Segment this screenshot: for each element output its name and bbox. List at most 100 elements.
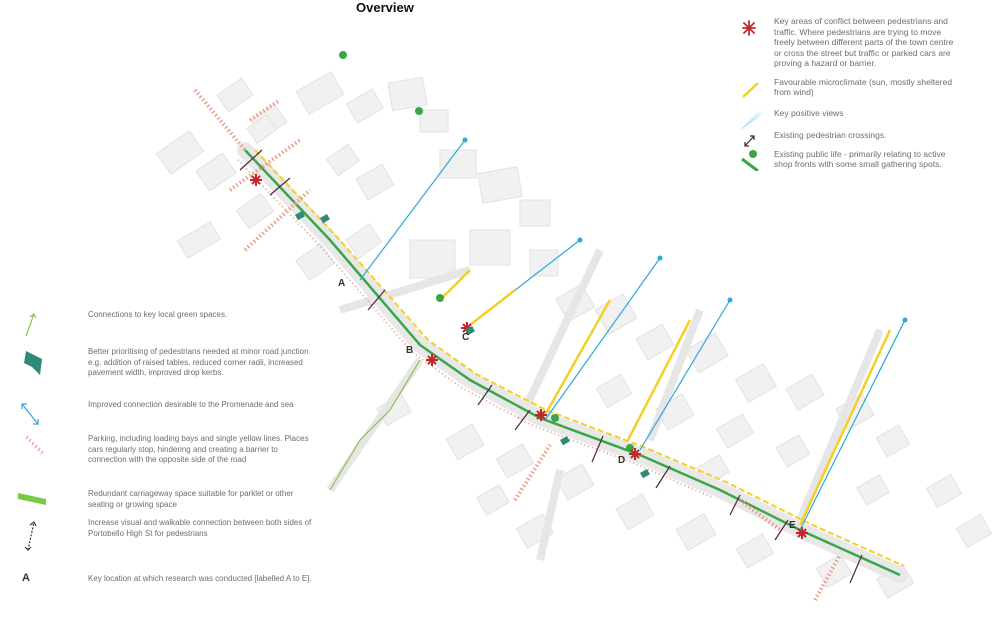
building-20 <box>635 323 675 361</box>
building-14 <box>519 199 551 227</box>
crossing-arrow-8 <box>774 519 789 541</box>
building-36 <box>445 423 485 461</box>
legend-junction-text: Better prioritising of pedestrians neede… <box>88 347 309 377</box>
parking-hatch-5 <box>738 498 782 532</box>
building-15 <box>409 239 456 279</box>
site-label-c: C <box>462 332 470 343</box>
building-31 <box>615 493 655 531</box>
legend-public-life: Existing public life - primarily relatin… <box>740 149 960 171</box>
green-connection-line <box>329 359 421 491</box>
junction-wedge-icon <box>24 351 42 375</box>
building-26 <box>595 373 633 409</box>
building-13 <box>477 166 523 204</box>
parking-hatch-6 <box>813 554 842 601</box>
crossing-arrow-4 <box>514 409 531 431</box>
parking-hatch-main <box>237 159 715 499</box>
legend-right: Key areas of conflict between pedestrian… <box>740 16 960 171</box>
parking-hatch-icon <box>25 435 44 455</box>
parking-hatch-0 <box>193 88 247 152</box>
building-44 <box>246 114 278 144</box>
microclimate-strip-2 <box>626 319 692 441</box>
promenade-arrowhead-2 <box>657 255 663 261</box>
building-16 <box>469 229 511 266</box>
crossing-arrow-3 <box>477 384 493 406</box>
crossing-arrow-icon <box>744 135 755 147</box>
walkable-arrow-icon <box>24 521 37 551</box>
green-space-dot-1 <box>415 107 423 115</box>
legend-view: Key positive views <box>740 107 960 130</box>
building-30 <box>555 463 595 501</box>
carriageway-bar-icon <box>18 493 46 505</box>
crossing-arrow-0 <box>239 149 263 171</box>
junction-wedge-3 <box>560 436 570 446</box>
legend-parking-text: Parking, including loading bays and sing… <box>88 434 309 464</box>
promenade-view-2 <box>544 257 661 421</box>
green-connection-arrow-icon <box>25 313 37 337</box>
junction-wedge-4 <box>640 469 650 479</box>
promenade-view-4 <box>799 319 906 531</box>
building-0 <box>216 77 254 113</box>
promenade-view-3 <box>639 299 731 451</box>
legend-left: Connections to key local green spaces. B… <box>0 284 320 632</box>
legend-walkable-text: Increase visual and walkable connection … <box>88 518 312 538</box>
crossing-arrow-7 <box>729 494 741 516</box>
promenade-arrowhead-4 <box>902 317 908 323</box>
conflict-marker-4 <box>629 448 641 460</box>
legend-crossing-text: Existing pedestrian crossings. <box>774 130 887 140</box>
building-40 <box>955 513 993 549</box>
side-street-0 <box>338 266 472 314</box>
crossing-arrow-1 <box>269 177 291 196</box>
building-37 <box>495 443 535 479</box>
crossing-arrow-9 <box>849 554 863 584</box>
building-5 <box>419 109 449 133</box>
legend-conflict-text: Key areas of conflict between pedestrian… <box>774 16 954 68</box>
legend-conflict: Key areas of conflict between pedestrian… <box>740 16 960 69</box>
crossing-arrow-5 <box>591 435 604 463</box>
legend-crossing: Existing pedestrian crossings. <box>740 130 960 147</box>
building-9 <box>176 221 222 259</box>
green-space-dot-3 <box>551 414 559 422</box>
parking-hatch-3 <box>243 188 312 252</box>
site-label-b: B <box>406 345 414 356</box>
view-cone-icon <box>740 109 764 130</box>
letter-a-icon: A <box>22 572 30 584</box>
legend-promenade-text: Improved connection desirable to the Pro… <box>88 400 294 409</box>
crossing-arrow-6 <box>655 465 671 489</box>
legend-view-text: Key positive views <box>774 107 844 118</box>
building-42 <box>295 242 335 282</box>
building-34 <box>815 553 853 589</box>
building-21 <box>685 332 729 374</box>
conflict-stroke <box>797 528 807 538</box>
building-8 <box>235 192 275 230</box>
public-life-icon <box>741 149 759 171</box>
building-10 <box>325 143 361 177</box>
building-4 <box>387 76 428 112</box>
building-17 <box>529 249 559 277</box>
legend-carriageway-text: Redundant carriageway space suitable for… <box>88 489 294 509</box>
conflict-stroke <box>251 175 261 185</box>
site-label-e: E <box>789 520 796 531</box>
parking-hatch-4 <box>513 443 552 502</box>
junction-wedge-0 <box>295 211 305 221</box>
map-features <box>193 51 908 601</box>
conflict-stroke <box>462 323 472 333</box>
building-43 <box>345 223 383 259</box>
building-12 <box>439 149 477 179</box>
building-47 <box>476 484 510 516</box>
promenade-arrow-icon <box>21 403 39 425</box>
building-39 <box>925 473 963 509</box>
building-33 <box>735 533 775 569</box>
building-7 <box>195 152 237 192</box>
conflict-stroke <box>427 355 437 365</box>
conflict-marker-1 <box>426 354 438 366</box>
conflict-asterisk-icon <box>742 20 756 36</box>
building-22 <box>734 363 778 403</box>
junction-wedge-2 <box>465 326 475 336</box>
microclimate-strip-1 <box>543 299 612 416</box>
legend-microclimate: Favourable microclimate (sun, mostly she… <box>740 77 960 98</box>
microclimate-strip-4 <box>439 269 471 301</box>
site-label-a: A <box>338 278 346 289</box>
building-6 <box>155 130 205 175</box>
legend-microclimate-text: Favourable microclimate (sun, mostly she… <box>774 76 953 98</box>
